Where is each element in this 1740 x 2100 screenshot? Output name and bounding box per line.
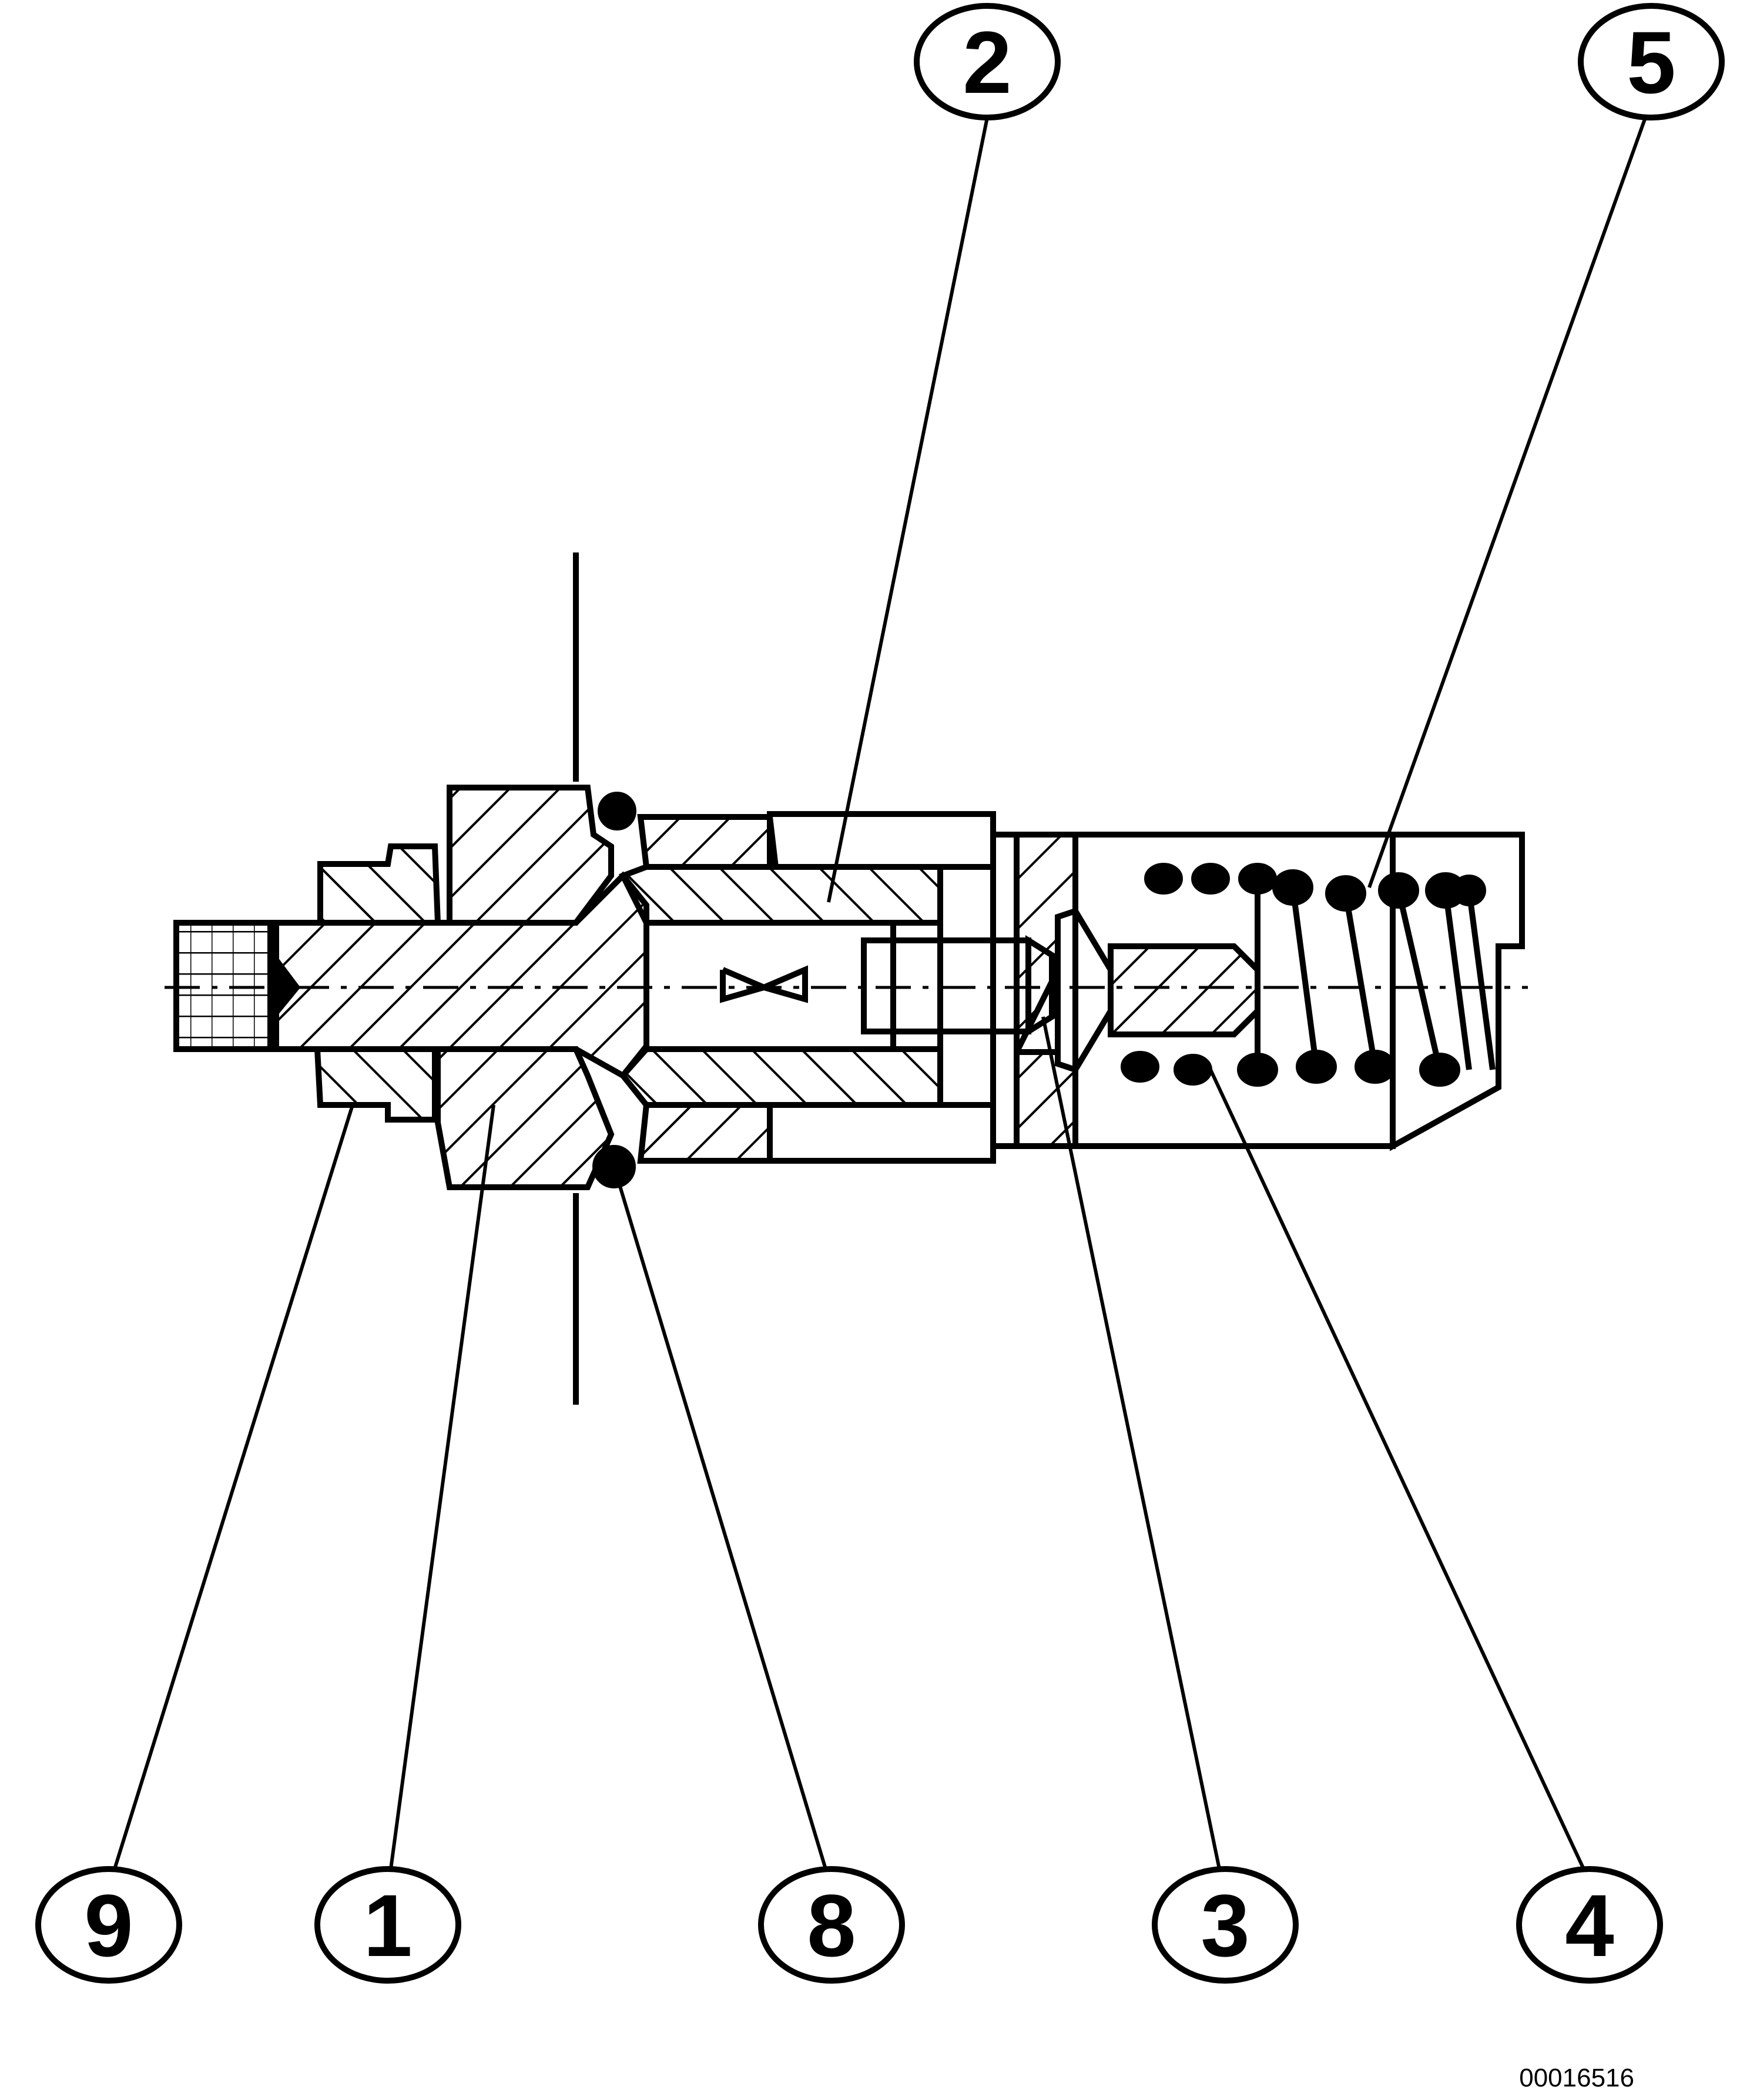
callout-1-label: 1 bbox=[363, 1876, 412, 1975]
leader-1 bbox=[389, 1104, 495, 1870]
callout-2: 2 bbox=[914, 3, 1061, 120]
callout-3-label: 3 bbox=[1201, 1876, 1249, 1975]
callout-3: 3 bbox=[1152, 1866, 1299, 1984]
leader-4 bbox=[1209, 1069, 1585, 1870]
valve-body-top-band bbox=[767, 811, 996, 870]
callout-4-label: 4 bbox=[1565, 1876, 1614, 1975]
drawing-reference-code: 00016516 bbox=[1519, 2064, 1634, 2092]
spring-housing-cap bbox=[1390, 832, 1525, 1151]
callout-5-label: 5 bbox=[1627, 13, 1675, 112]
leader-5 bbox=[1367, 116, 1647, 889]
o-ring-upper bbox=[598, 792, 636, 830]
callout-bubbles: 2 5 9 1 8 3 4 bbox=[35, 3, 1725, 1984]
piston-groove bbox=[720, 965, 808, 1003]
callout-8-label: 8 bbox=[807, 1876, 856, 1975]
leader-2 bbox=[827, 117, 989, 903]
piston-sleeve-upper bbox=[619, 864, 943, 926]
callout-9: 9 bbox=[35, 1866, 182, 1984]
callout-2-label: 2 bbox=[963, 13, 1011, 112]
valve-body-upper bbox=[637, 814, 779, 870]
leader-8 bbox=[612, 1166, 827, 1870]
spring-coils bbox=[1121, 863, 1496, 1087]
leader-9 bbox=[113, 1104, 354, 1870]
callout-1: 1 bbox=[314, 1866, 461, 1984]
callout-8: 8 bbox=[758, 1866, 905, 1984]
lock-nut-lower bbox=[314, 1046, 438, 1123]
poppet bbox=[1055, 907, 1114, 1074]
valve-body-lower-band bbox=[767, 1102, 996, 1164]
callout-9-label: 9 bbox=[84, 1876, 133, 1975]
leader-3 bbox=[1041, 1016, 1221, 1870]
callout-5: 5 bbox=[1578, 3, 1725, 120]
piston-sleeve-lower bbox=[619, 1046, 943, 1108]
valve-body-lower bbox=[637, 1102, 773, 1164]
callout-4: 4 bbox=[1516, 1866, 1663, 1984]
housing-nut-lower bbox=[435, 1046, 615, 1190]
housing-nut-upper bbox=[447, 785, 614, 926]
lock-nut bbox=[270, 843, 441, 926]
poppet-stem bbox=[1108, 943, 1260, 1037]
